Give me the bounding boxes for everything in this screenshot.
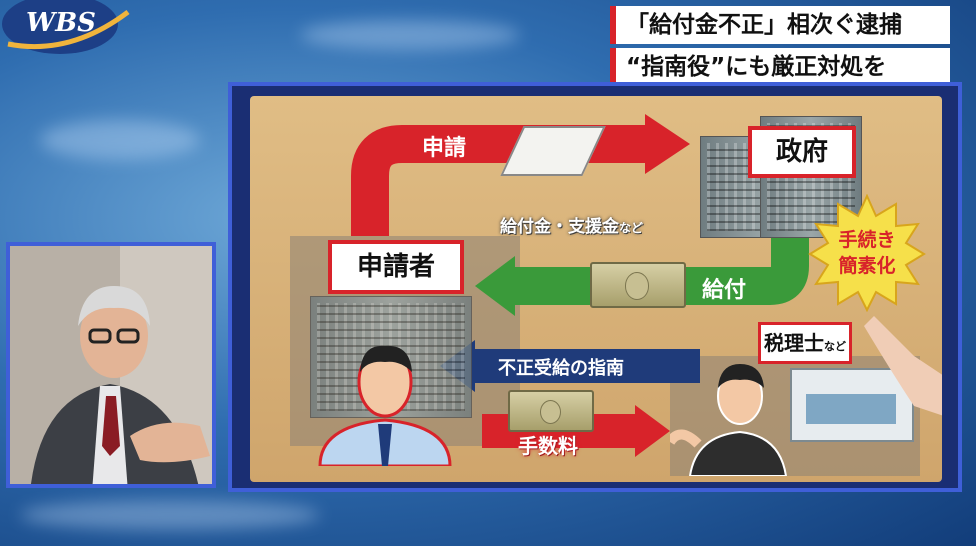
headline-line-2: “指南役”にも厳正対処を: [610, 48, 950, 86]
benefits-label: 給付金・支援金: [500, 217, 619, 237]
tax-accountant-person-icon: [670, 364, 788, 476]
benefits-suffix: など: [619, 221, 644, 235]
simplify-starburst-icon: [808, 194, 926, 312]
commentator-video: [6, 242, 216, 488]
tax-label: 税理士: [764, 331, 824, 355]
apply-arrow-head: [645, 114, 690, 174]
payment-arrow-shaft: [510, 226, 809, 305]
payment-label: 給付: [702, 278, 747, 303]
wbs-logo: WBS: [0, 0, 135, 60]
headline-line-1: 「給付金不正」相次ぐ逮捕: [610, 6, 950, 44]
applicant-label: 申請者: [328, 240, 464, 294]
presenter-hand-icon: [864, 316, 942, 416]
commentator-person-icon: [10, 246, 212, 484]
background-streak: [20, 500, 320, 530]
explainer-panel: 申請 政府 給付金・支援金など 給付 申請者 手続き 簡素化: [228, 82, 962, 492]
logo-text: WBS: [26, 8, 96, 38]
apply-arrow-shaft: [351, 125, 650, 236]
tax-label-box: 税理士など: [758, 322, 852, 364]
background-streak: [300, 20, 520, 50]
applicant-person-icon: [318, 345, 452, 466]
simplify-badge: 手続き 簡素化: [808, 194, 926, 312]
simplify-line-1: 手続き: [838, 229, 896, 251]
apply-label: 申請: [422, 136, 467, 161]
advice-label: 不正受給の指南: [498, 358, 624, 379]
tax-office-building-icon: [790, 368, 914, 442]
simplify-line-2: 簡素化: [838, 255, 896, 277]
fee-label: 手数料: [518, 434, 578, 458]
diagram-board: 申請 政府 給付金・支援金など 給付 申請者 手続き 簡素化: [250, 96, 942, 482]
fee-arrow-head: [635, 405, 670, 457]
tax-suffix: など: [824, 340, 846, 353]
fee-money-icon: [508, 390, 594, 432]
government-label: 政府: [748, 126, 856, 178]
money-bundle-icon: [590, 262, 686, 308]
wbs-logo-icon: [2, 0, 130, 54]
payment-arrow-head: [475, 256, 515, 316]
benefits-caption: 給付金・支援金など: [500, 212, 643, 237]
headline: 「給付金不正」相次ぐ逮捕 “指南役”にも厳正対処を: [610, 6, 950, 90]
background-streak: [40, 120, 200, 160]
